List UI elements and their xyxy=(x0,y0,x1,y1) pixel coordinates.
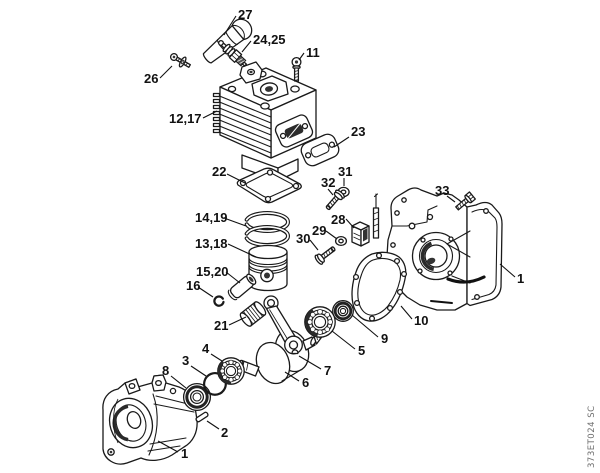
part-base-gasket xyxy=(236,167,302,204)
part-ball-bearing-5 xyxy=(304,306,336,338)
leader-line-oil-seal-8 xyxy=(170,375,187,389)
part-spark-plug-boot xyxy=(202,18,253,64)
cylinder-fin-tabs xyxy=(212,92,221,134)
part-label-oil-seal-9: 9 xyxy=(381,331,388,346)
part-label-piston-pin: 15,20 xyxy=(196,264,229,279)
leader-line-piston-pin xyxy=(225,271,241,284)
leader-line-oil-seal-9 xyxy=(351,314,379,338)
part-label-spark-plug: 24,25 xyxy=(253,32,286,47)
part-cylinder xyxy=(212,61,317,182)
part-label-piston: 13,18 xyxy=(195,236,228,251)
part-woodruff-key xyxy=(291,349,299,355)
part-stud-pin xyxy=(372,193,380,239)
leader-line-ball-bearing-5 xyxy=(331,330,356,350)
leader-line-circlip xyxy=(197,286,214,298)
part-dowel-pin xyxy=(195,411,209,423)
part-label-woodruff-key: 7 xyxy=(324,363,331,378)
part-label-screw-32: 32 xyxy=(321,175,335,190)
leader-line-needle-cage xyxy=(228,316,247,326)
part-label-retaining-screw: 26 xyxy=(144,71,158,86)
part-exhaust-gasket xyxy=(300,133,340,167)
leader-line-crankshaft xyxy=(284,371,300,382)
leader-line-ball-bearing-4 xyxy=(210,353,223,362)
part-circlip xyxy=(213,295,225,307)
leader-line-piston xyxy=(227,243,257,258)
part-insulating-block xyxy=(351,221,370,247)
leader-line-screw-30 xyxy=(309,239,319,251)
part-washer-29 xyxy=(334,235,348,247)
leader-line-crankcase-left xyxy=(157,440,179,453)
leader-line-snap-ring-3 xyxy=(190,365,207,377)
part-screw-30 xyxy=(314,246,336,265)
part-snap-ring-3 xyxy=(203,372,227,396)
part-label-base-gasket: 22 xyxy=(212,164,226,179)
part-label-exhaust-gasket: 23 xyxy=(351,124,365,139)
part-label-washer-29: 29 xyxy=(312,223,326,238)
part-label-ball-bearing-5: 5 xyxy=(358,343,365,358)
part-label-spark-plug-boot: 27 xyxy=(238,7,252,22)
part-label-bolt-11: 11 xyxy=(306,45,320,60)
leader-line-woodruff-key xyxy=(298,355,322,370)
part-piston-pin xyxy=(227,273,257,301)
part-label-circlip: 16 xyxy=(186,278,200,293)
part-piston xyxy=(248,244,288,292)
leader-line-retaining-screw xyxy=(159,65,173,79)
leader-line-base-gasket xyxy=(226,173,246,184)
part-needle-cage xyxy=(239,301,267,327)
part-label-dowel-pin: 2 xyxy=(221,425,228,440)
part-piston-rings xyxy=(244,211,290,247)
part-crankcase-right xyxy=(386,187,503,311)
part-label-crankcase-left: 1 xyxy=(181,446,188,461)
exhaust-flange xyxy=(274,114,314,148)
leader-line-cylinder xyxy=(202,110,218,119)
part-oil-seal-9 xyxy=(332,300,354,322)
leader-line-bolt-11 xyxy=(298,52,305,61)
part-oil-seal-8 xyxy=(182,382,212,412)
part-label-insulating-block: 28 xyxy=(331,212,345,227)
leader-line-crankcase-gasket xyxy=(400,305,413,320)
part-label-washer-31: 31 xyxy=(338,164,352,179)
watermark-code: 373ET024 SC xyxy=(587,405,597,468)
part-spark-plug xyxy=(218,40,248,67)
part-label-screw-30: 30 xyxy=(296,231,310,246)
leader-line-screw-32 xyxy=(327,188,334,196)
part-label-crankcase-right: 1 xyxy=(517,271,524,286)
leader-line-piston-rings xyxy=(223,217,247,227)
leader-line-washer-29 xyxy=(325,230,338,240)
leader-line-bolt-33 xyxy=(446,195,456,203)
part-label-bolt-33: 33 xyxy=(435,183,449,198)
leader-line-crankcase-right xyxy=(499,263,516,278)
leader-line-exhaust-gasket xyxy=(333,136,350,148)
part-bolt-33 xyxy=(455,191,476,211)
part-crankcase-gasket xyxy=(351,251,408,322)
leader-line-insulating-block xyxy=(345,218,355,229)
leader-line-spark-plug xyxy=(241,40,252,53)
part-label-ball-bearing-4: 4 xyxy=(202,341,210,356)
part-label-snap-ring-3: 3 xyxy=(182,353,189,368)
part-retaining-screw xyxy=(169,52,191,68)
part-label-oil-seal-8: 8 xyxy=(162,363,169,378)
part-bolt-11 xyxy=(291,56,302,82)
part-label-crankshaft: 6 xyxy=(302,375,309,390)
part-label-crankcase-gasket: 10 xyxy=(414,313,428,328)
part-crankcase-left xyxy=(102,374,198,465)
part-label-piston-rings: 14,19 xyxy=(195,210,228,225)
part-ball-bearing-4 xyxy=(217,357,245,385)
leader-line-dowel-pin xyxy=(206,420,220,430)
part-label-needle-cage: 21 xyxy=(214,318,228,333)
part-label-cylinder: 12,17 xyxy=(169,111,202,126)
part-screw-32 xyxy=(325,189,345,210)
leader-line-spark-plug-boot xyxy=(223,15,237,36)
